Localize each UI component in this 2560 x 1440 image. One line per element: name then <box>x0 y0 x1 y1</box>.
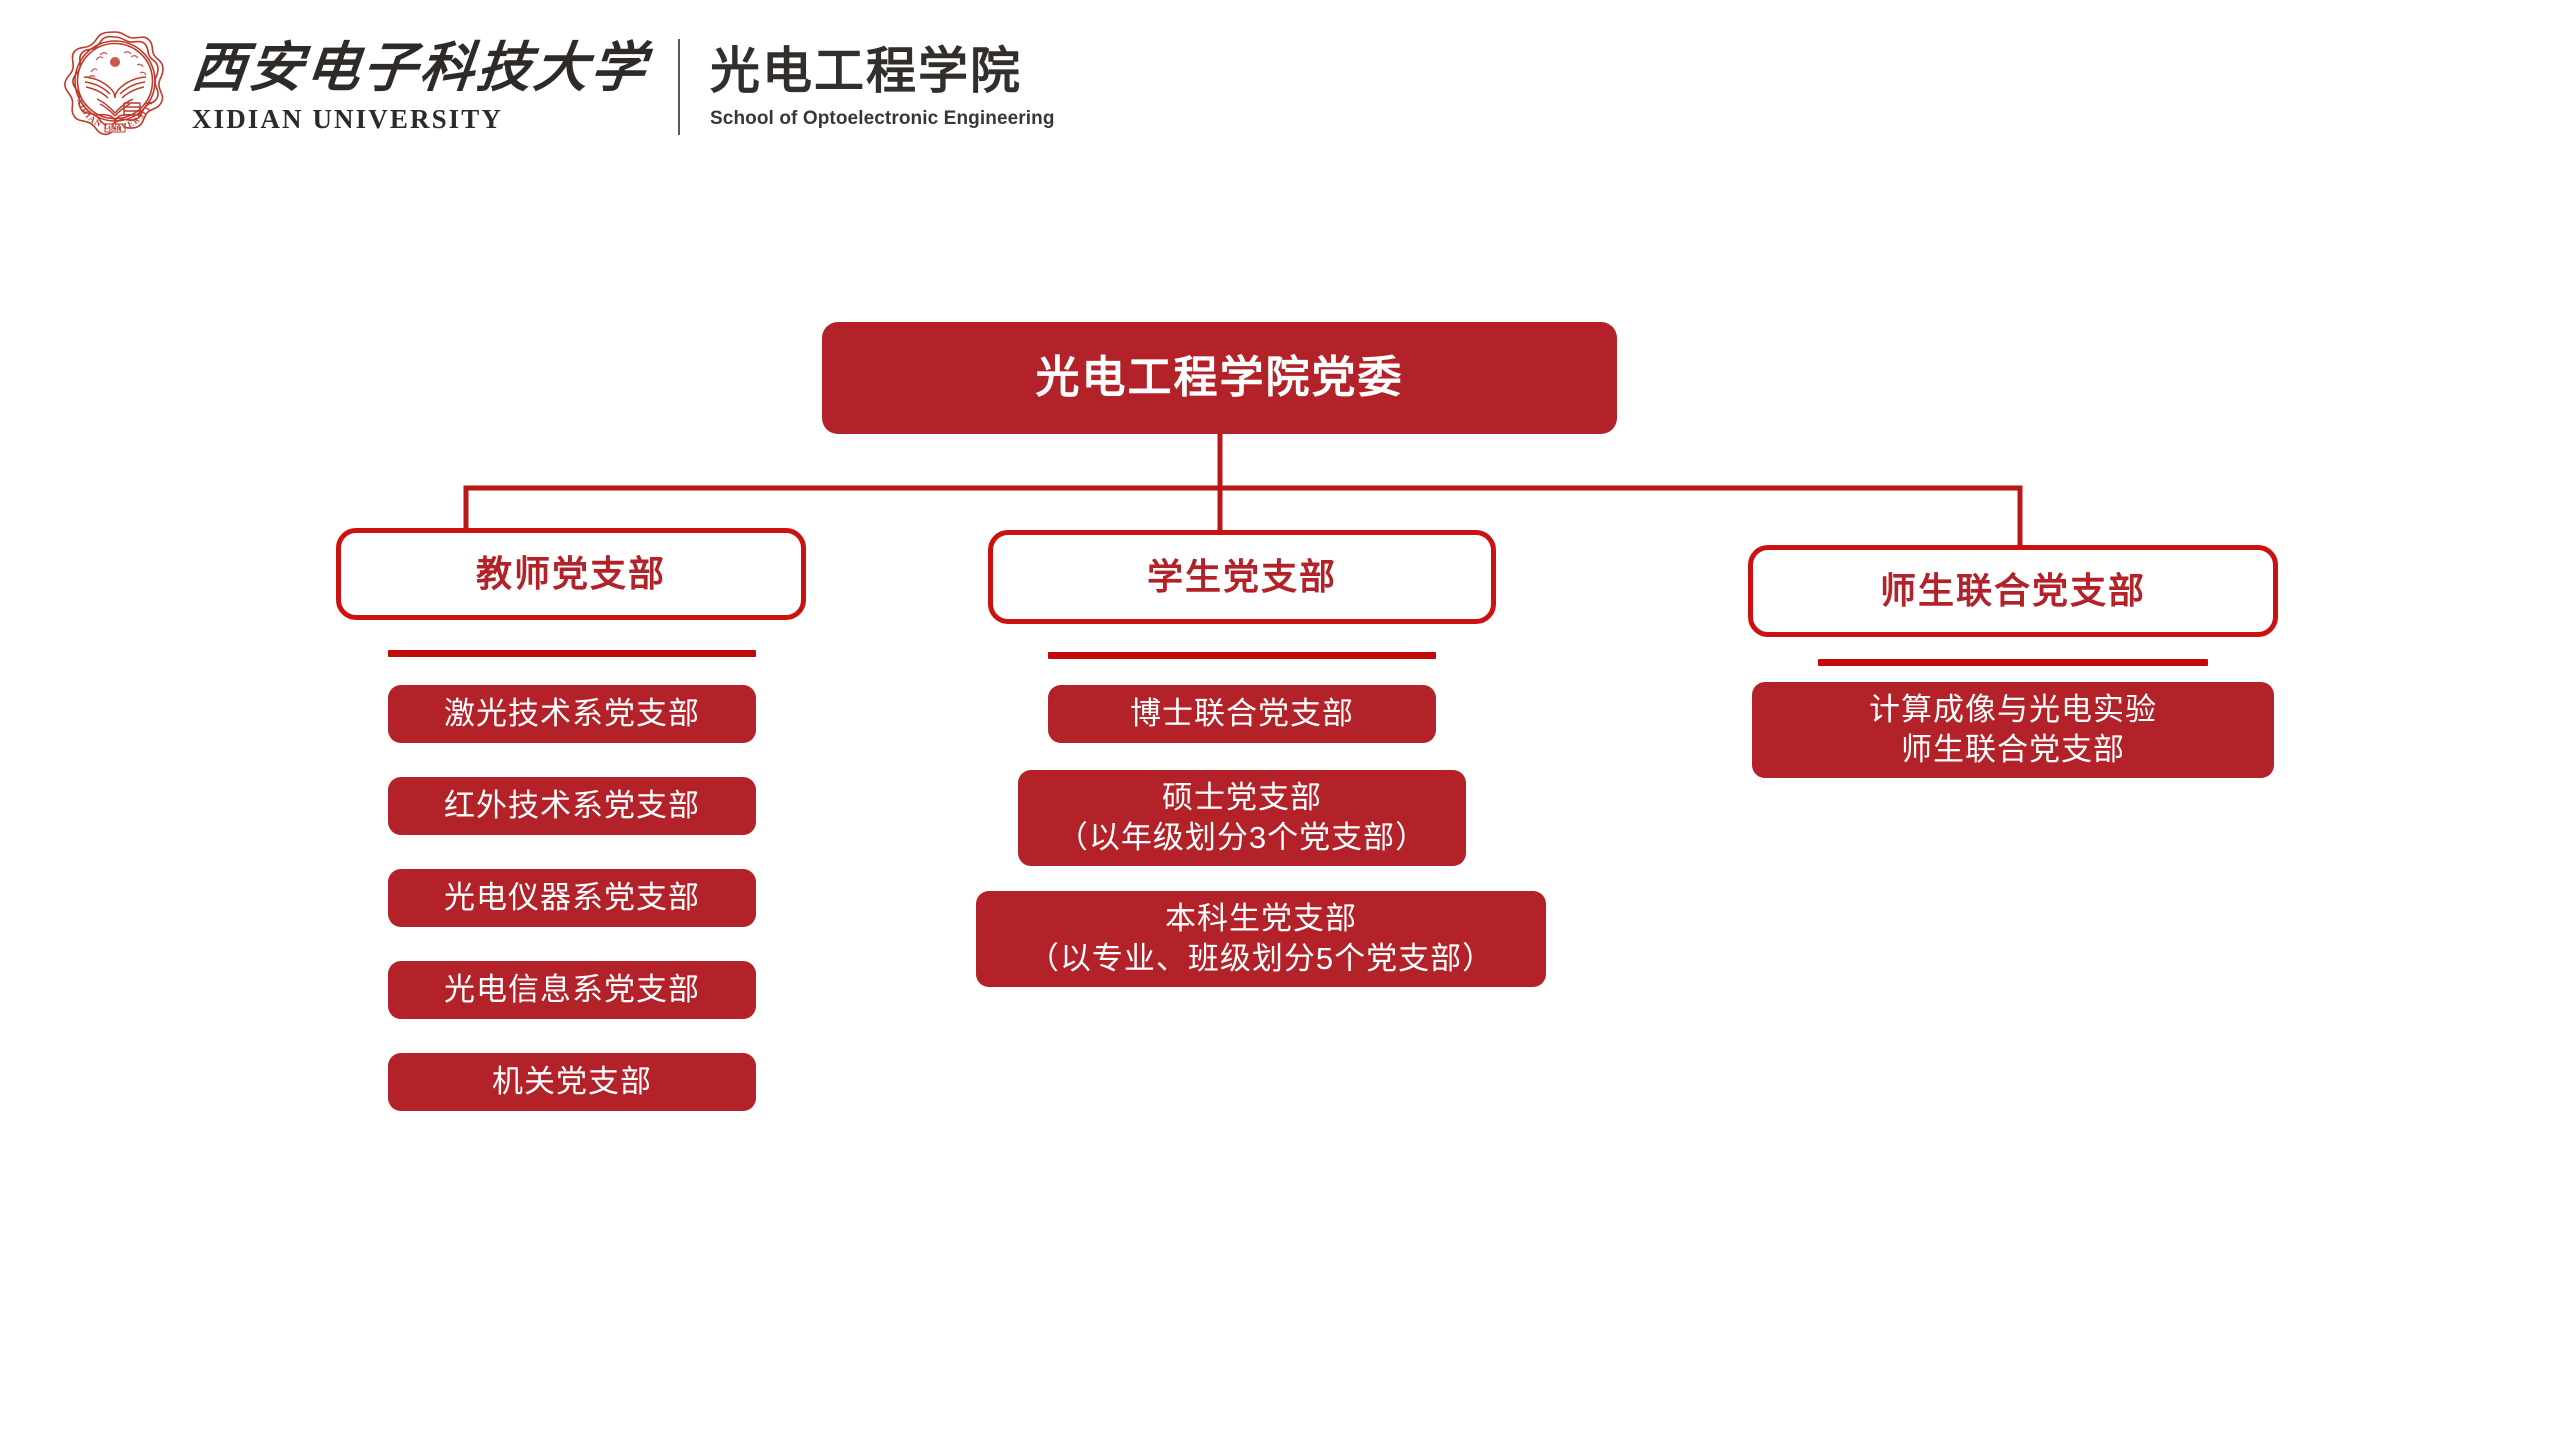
org-node-leaf-teacher-4-label: 光电信息系党支部 <box>444 972 700 1008</box>
org-node-leaf-teacher-2-label: 红外技术系党支部 <box>444 788 700 824</box>
org-node-leaf-student-3-label: 本科生党支部 （以专业、班级划分5个党支部） <box>1027 901 1495 976</box>
org-node-leaf-student-2-label: 硕士党支部 （以年级划分3个党支部） <box>1056 780 1428 855</box>
brand-header: 1931 XIDIAN UNIVERSITY 西安电子科技大学 XIDIAN U… <box>60 22 1055 152</box>
org-node-leaf-student-1-label: 博士联合党支部 <box>1130 696 1354 732</box>
org-node-leaf-teacher-4[interactable]: 光电信息系党支部 <box>388 961 756 1019</box>
emblem-year-label: 1931 <box>108 125 123 133</box>
school-name-block: 光电工程学院 School of Optoelectronic Engineer… <box>684 32 1055 142</box>
org-node-leaf-student-3[interactable]: 本科生党支部 （以专业、班级划分5个党支部） <box>976 891 1546 987</box>
column-rule-teacher <box>388 650 756 657</box>
org-node-leaf-teacher-3-label: 光电仪器系党支部 <box>444 880 700 916</box>
org-node-leaf-student-2[interactable]: 硕士党支部 （以年级划分3个党支部） <box>1018 770 1466 866</box>
org-node-leaf-joint-1[interactable]: 计算成像与光电实验 师生联合党支部 <box>1752 682 2274 778</box>
school-name-en: School of Optoelectronic Engineering <box>710 108 1055 129</box>
org-node-branch-student[interactable]: 学生党支部 <box>988 530 1496 624</box>
org-node-branch-joint[interactable]: 师生联合党支部 <box>1748 545 2278 637</box>
org-node-branch-teacher-label: 教师党支部 <box>475 553 666 595</box>
org-node-leaf-student-1[interactable]: 博士联合党支部 <box>1048 685 1436 743</box>
brand-divider <box>678 39 680 135</box>
org-node-leaf-teacher-5[interactable]: 机关党支部 <box>388 1053 756 1111</box>
university-name-block: 西安电子科技大学 XIDIAN UNIVERSITY <box>189 32 674 142</box>
org-node-leaf-teacher-3[interactable]: 光电仪器系党支部 <box>388 869 756 927</box>
org-node-leaf-teacher-5-label: 机关党支部 <box>492 1064 652 1100</box>
org-node-leaf-teacher-1[interactable]: 激光技术系党支部 <box>388 685 756 743</box>
column-rule-joint <box>1818 659 2208 666</box>
org-node-branch-teacher[interactable]: 教师党支部 <box>336 528 806 620</box>
university-name-en: XIDIAN UNIVERSITY <box>192 104 503 134</box>
org-node-leaf-teacher-1-label: 激光技术系党支部 <box>444 696 700 732</box>
school-name-cn: 光电工程学院 <box>710 43 1022 99</box>
org-node-leaf-joint-1-label: 计算成像与光电实验 师生联合党支部 <box>1869 692 2157 767</box>
xidian-university-seal-icon: 1931 XIDIAN UNIVERSITY <box>60 29 170 145</box>
column-rule-student <box>1048 652 1436 659</box>
org-node-root[interactable]: 光电工程学院党委 <box>822 322 1617 434</box>
org-node-branch-joint-label: 师生联合党支部 <box>1879 570 2146 612</box>
org-node-branch-student-label: 学生党支部 <box>1146 556 1337 598</box>
org-node-root-label: 光电工程学院党委 <box>1035 352 1404 402</box>
org-node-leaf-teacher-2[interactable]: 红外技术系党支部 <box>388 777 756 835</box>
